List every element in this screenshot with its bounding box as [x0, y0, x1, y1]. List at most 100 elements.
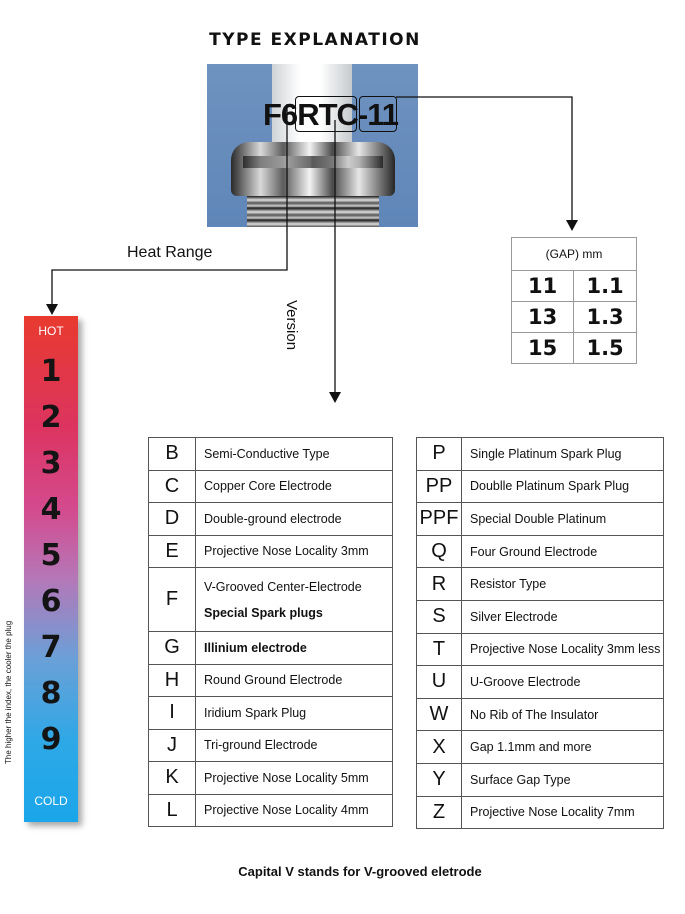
- version-label: Version: [283, 300, 300, 351]
- plug-hex-nut-shading: [243, 156, 383, 168]
- gap-value-cell: 1.1: [573, 270, 637, 302]
- type-description-cell: Projective Nose Locality 4mm: [195, 793, 393, 827]
- heat-range-label: Heat Range: [127, 244, 213, 261]
- type-letter-cell: I: [148, 696, 196, 730]
- type-description-cell: Projective Nose Locality 3mm: [195, 534, 393, 568]
- heat-index-number: 7: [40, 630, 62, 665]
- type-letter-cell: U: [416, 665, 462, 699]
- type-description-cell: Copper Core Electrode: [195, 469, 393, 503]
- gap-table-header: (GAP) mm: [511, 237, 637, 271]
- type-letter-cell: F: [148, 567, 196, 632]
- heat-index-number: 5: [40, 538, 62, 573]
- type-description-cell: Silver Electrode: [461, 599, 664, 634]
- plug-thread-shell: [247, 196, 379, 227]
- version-arrowhead: [329, 392, 341, 403]
- heat-index-number: 6: [40, 584, 62, 619]
- type-letter-cell: S: [416, 599, 462, 634]
- type-letter-cell: J: [148, 728, 196, 762]
- type-description-cell: U-Groove Electrode: [461, 665, 664, 699]
- type-description-cell: Resistor Type: [461, 567, 664, 601]
- heat-index-number: 2: [40, 400, 62, 435]
- code-version: RTC: [297, 97, 359, 132]
- type-description-cell: Gap 1.1mm and more: [461, 730, 664, 764]
- type-letter-cell: Y: [416, 762, 462, 797]
- type-letter-cell: PPF: [416, 502, 462, 536]
- type-letter-cell: T: [416, 632, 462, 667]
- spark-plug-photo: F6RTC-11: [207, 64, 418, 227]
- type-description-cell: Doublle Platinum Spark Plug: [461, 469, 664, 504]
- type-description-cell: Special Double Platinum: [461, 502, 664, 536]
- type-letter-cell: R: [416, 567, 462, 601]
- type-letter-cell: P: [416, 437, 462, 471]
- type-letter-cell: L: [148, 793, 196, 827]
- heat-range-arrowhead: [46, 304, 58, 315]
- type-letter-cell: E: [148, 534, 196, 568]
- type-description-cell: Semi-Conductive Type: [195, 437, 393, 471]
- type-letter-cell: K: [148, 761, 196, 795]
- type-description-cell: Tri-ground Electrode: [195, 728, 393, 762]
- type-description-cell: Surface Gap Type: [461, 762, 664, 797]
- type-description-cell: Round Ground Electrode: [195, 663, 393, 697]
- heat-range-arrow-line: [51, 104, 288, 306]
- gap-value-cell: 1.5: [573, 332, 637, 364]
- type-description-cell: Single Platinum Spark Plug: [461, 437, 664, 471]
- type-letter-cell: Z: [416, 795, 462, 830]
- heat-index-number: 4: [40, 492, 62, 527]
- type-letter-cell: B: [148, 437, 196, 471]
- code-prefix: F6: [263, 97, 298, 132]
- heat-index-number: 3: [40, 446, 62, 481]
- type-description-cell: Four Ground Electrode: [461, 534, 664, 569]
- gap-highlight-box: [359, 96, 397, 132]
- type-description-cell: No Rib of The Insulator: [461, 697, 664, 732]
- type-description-cell: Projective Nose Locality 5mm: [195, 761, 393, 795]
- type-description-line-bold: Special Spark plugs: [204, 605, 323, 620]
- gap-arrowhead: [566, 220, 578, 231]
- gap-code-cell: 11: [510, 270, 575, 302]
- plug-hex-nut: [231, 142, 395, 196]
- type-letter-cell: C: [148, 469, 196, 503]
- type-letter-cell: PP: [416, 469, 462, 504]
- type-letter-cell: G: [148, 631, 196, 665]
- type-description-cell: Double-ground electrode: [195, 502, 393, 536]
- footer-note: Capital V stands for V-grooved eletrode: [238, 864, 482, 879]
- type-description-line: V-Grooved Center-Electrode: [204, 579, 362, 594]
- type-description-cell: Iridium Spark Plug: [195, 696, 393, 730]
- gap-code-cell: 13: [510, 301, 575, 333]
- type-letter-cell: D: [148, 502, 196, 536]
- type-description-cell: Projective Nose Locality 3mm less: [461, 632, 664, 667]
- plug-type-code: F6RTC-11: [263, 97, 399, 133]
- version-highlight-box: [295, 96, 357, 132]
- hot-label: HOT: [38, 324, 64, 338]
- type-letter-cell: H: [148, 663, 196, 697]
- cold-label: COLD: [34, 794, 68, 808]
